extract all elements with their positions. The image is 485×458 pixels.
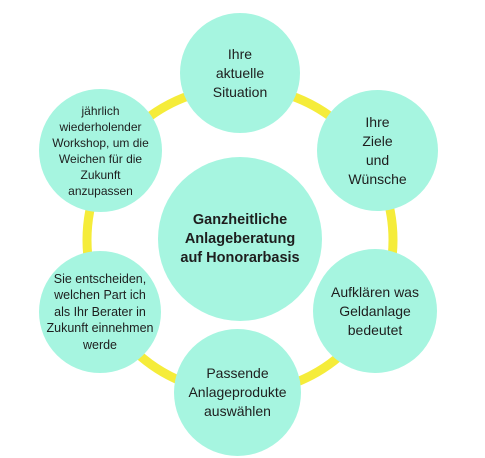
step-label: Aufklären was Geldanlage bedeutet [331, 283, 419, 338]
step-node-goals-wishes: Ihre Ziele und Wünsche [317, 90, 438, 211]
step-label: Ihre aktuelle Situation [212, 45, 268, 100]
step-label: Passende Anlageprodukte auswählen [188, 365, 287, 419]
step-label: Sie entscheiden, welchen Part ich als Ih… [46, 271, 154, 352]
step-label: Ihre Ziele und Wünsche [348, 113, 407, 187]
step-node-current-situation: Ihre aktuelle Situation [180, 13, 300, 133]
step-node-select-products: Passende Anlageprodukte auswählen [174, 329, 301, 456]
step-node-advisor-role: Sie entscheiden, welchen Part ich als Ih… [39, 251, 161, 373]
step-node-annual-workshop: jährlich wiederholender Workshop, um die… [39, 89, 162, 212]
step-label: jährlich wiederholender Workshop, um die… [52, 103, 149, 198]
step-node-explain-investing: Aufklären was Geldanlage bedeutet [313, 249, 437, 373]
center-node: Ganzheitliche Anlageberatung auf Honorar… [158, 157, 322, 321]
center-label: Ganzheitliche Anlageberatung auf Honorar… [180, 211, 300, 266]
